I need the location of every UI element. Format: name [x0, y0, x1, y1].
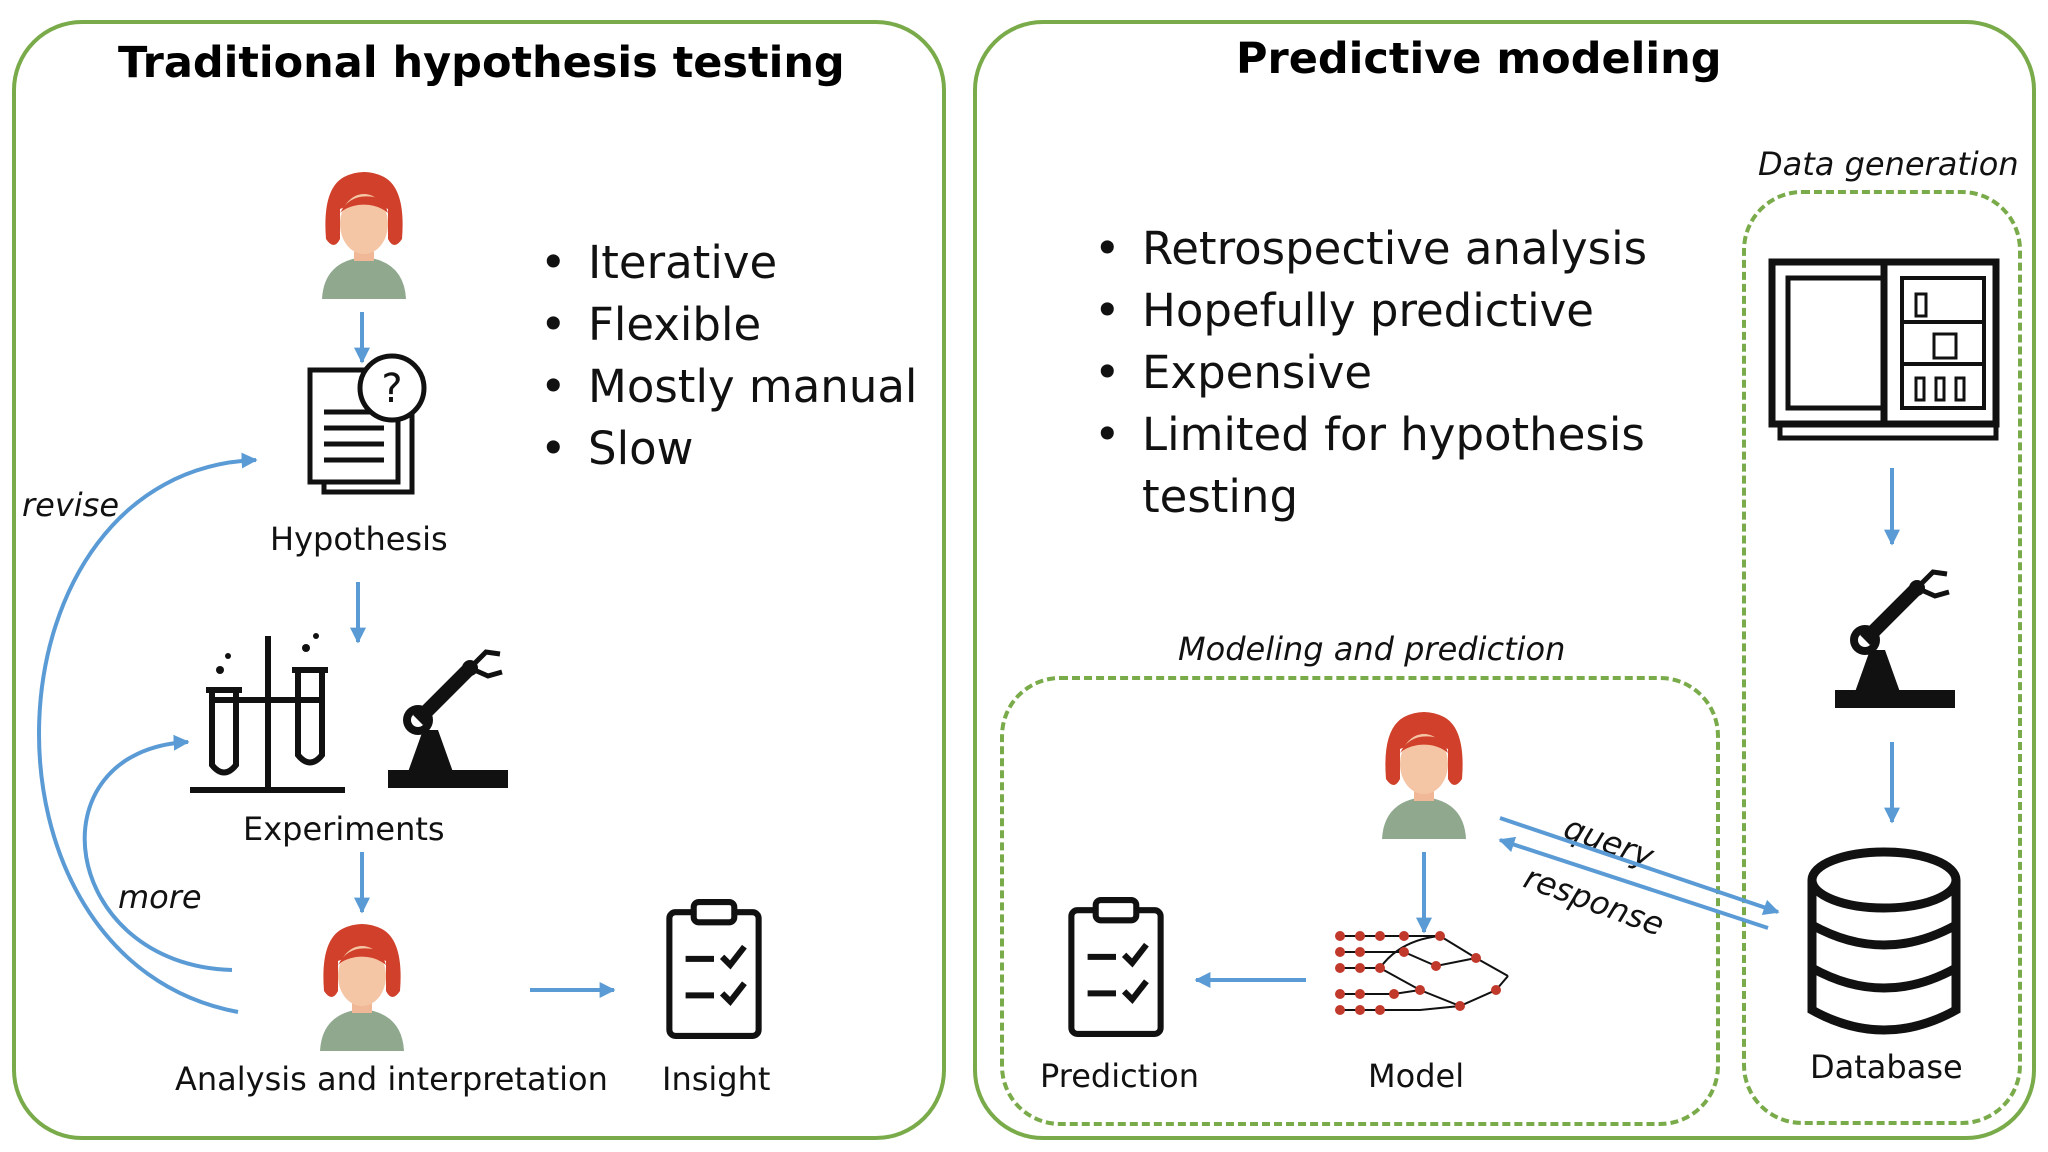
prediction-clipboard-icon	[1071, 900, 1160, 1034]
modeling-prediction-region	[1000, 676, 1720, 1126]
right-bullet-list: Retrospective analysis Hopefully predict…	[1094, 218, 1714, 528]
right-panel-title: Predictive modeling	[1236, 34, 1722, 84]
query-arrow	[1499, 816, 1780, 915]
hypothesis-label: Hypothesis	[270, 520, 448, 558]
more-arrow	[82, 734, 233, 972]
bullet-item: Iterative	[540, 232, 917, 294]
modeling-prediction-label: Modeling and prediction	[1178, 630, 1566, 668]
model-node-icon	[1335, 931, 1501, 1015]
prediction-label: Prediction	[1040, 1057, 1199, 1095]
database-icon	[1807, 847, 1961, 1035]
scientist-icon	[322, 172, 406, 299]
left-bullet-list: Iterative Flexible Mostly manual Slow	[540, 232, 917, 480]
robot-arm-icon	[388, 652, 508, 788]
revise-arrow	[37, 452, 258, 1014]
data-generation-label: Data generation	[1758, 145, 2019, 183]
left-panel-title: Traditional hypothesis testing	[118, 38, 845, 88]
revise-label: revise	[22, 486, 120, 524]
model-network-icon	[1336, 935, 1509, 1011]
robot-arm-icon	[1835, 572, 1955, 708]
bullet-item: Limited for hypothesis testing	[1094, 404, 1714, 528]
bullet-item: Flexible	[540, 294, 917, 356]
analysis-label: Analysis and interpretation	[175, 1060, 608, 1098]
scientist-icon	[1382, 712, 1466, 839]
lab-instrument-icon	[1768, 258, 2000, 441]
bullet-item: Hopefully predictive	[1094, 280, 1714, 342]
scientist-icon	[320, 924, 404, 1051]
traditional-hypothesis-panel	[12, 20, 946, 1140]
data-generation-region	[1742, 190, 2022, 1125]
more-label: more	[118, 878, 202, 916]
bullet-item: Retrospective analysis	[1094, 218, 1714, 280]
svg-text:?: ?	[381, 366, 402, 412]
insight-clipboard-icon	[669, 902, 758, 1036]
bullet-item: Expensive	[1094, 342, 1714, 404]
bubble-icon	[216, 633, 319, 674]
insight-label: Insight	[662, 1060, 771, 1098]
lab-tubes-icon	[190, 636, 345, 793]
experiments-label: Experiments	[243, 810, 445, 848]
database-label: Database	[1810, 1048, 1963, 1086]
bullet-item: Slow	[540, 418, 917, 480]
response-arrow	[1498, 836, 1769, 930]
model-label: Model	[1368, 1057, 1465, 1095]
hypothesis-document-icon: ?	[307, 353, 427, 495]
bullet-item: Mostly manual	[540, 356, 917, 418]
